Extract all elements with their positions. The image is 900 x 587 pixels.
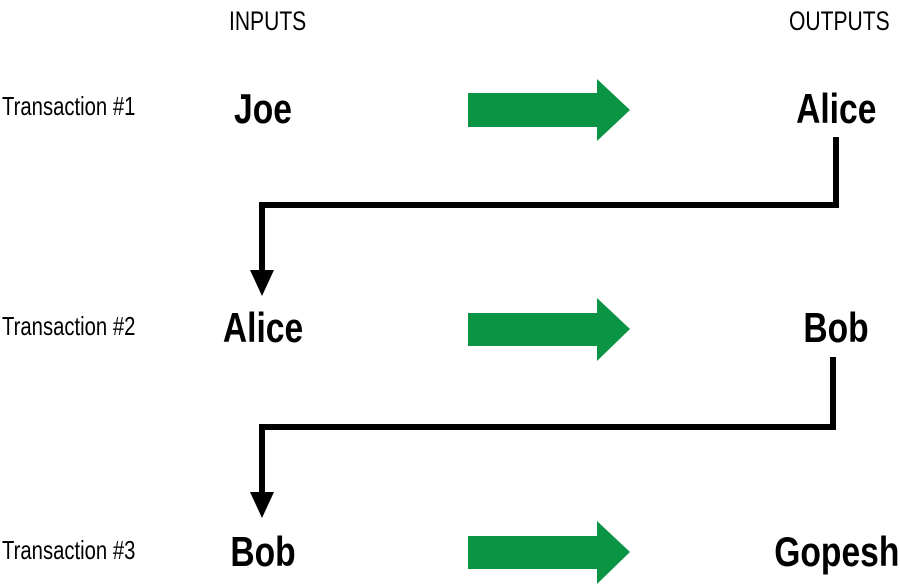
transaction-3-label: Transaction #3 — [2, 535, 136, 565]
transaction-1-input: Joe — [234, 85, 292, 132]
transaction-3-output: Gopesh — [773, 528, 899, 575]
transaction-1-output: Alice — [795, 85, 876, 132]
connector-2-to-3-arrowhead — [250, 492, 274, 518]
connector-1-to-2 — [259, 137, 839, 272]
transaction-2-output: Bob — [803, 304, 869, 351]
connector-2-to-3 — [259, 357, 836, 494]
transaction-1-label: Transaction #1 — [2, 91, 136, 121]
transaction-2-input: Alice — [222, 304, 304, 351]
transaction-3-flow-arrow — [468, 521, 630, 584]
outputs-header: OUTPUTS — [789, 6, 890, 36]
transaction-2-flow-arrow — [468, 298, 630, 361]
connector-1-to-2-arrowhead — [250, 270, 274, 296]
inputs-header: INPUTS — [229, 6, 307, 36]
transaction-1-flow-arrow — [468, 79, 630, 141]
transaction-2-label: Transaction #2 — [2, 311, 136, 341]
transaction-3-input: Bob — [230, 528, 296, 575]
